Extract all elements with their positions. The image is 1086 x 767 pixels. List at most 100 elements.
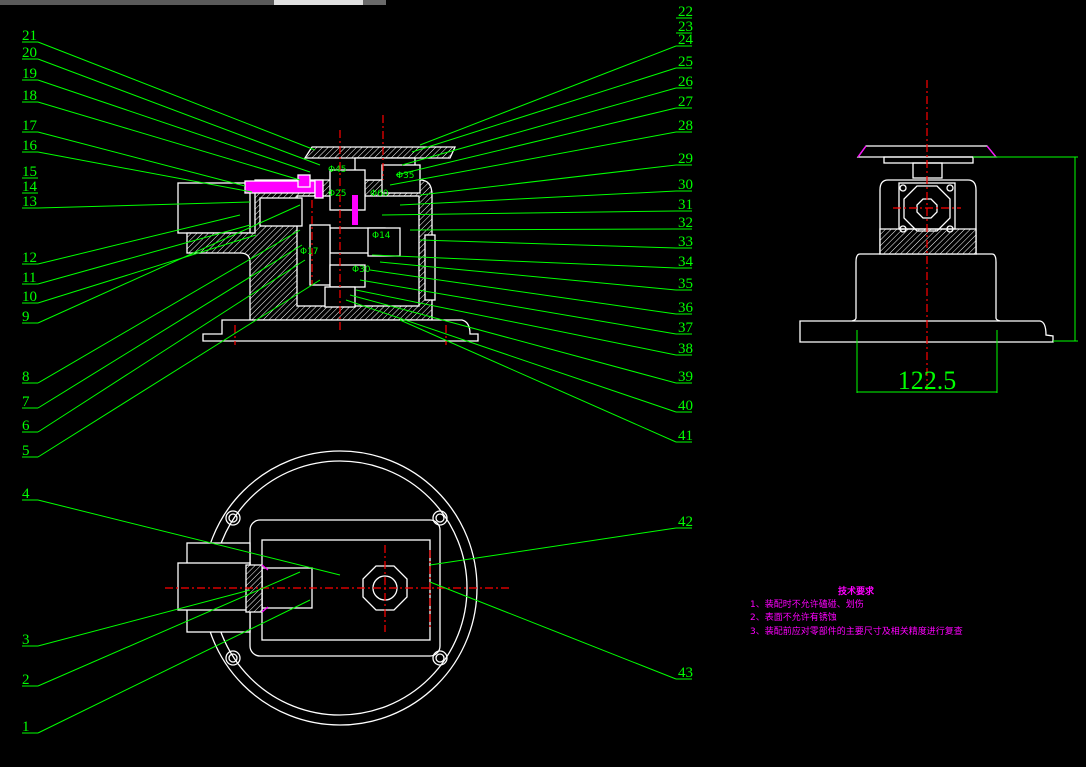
side-view-dimensions — [856, 156, 1078, 393]
part-number-label: 21 — [22, 28, 37, 44]
part-number-label: 8 — [22, 369, 30, 385]
part-number-label: 13 — [22, 194, 37, 210]
part-number-label: 4 — [22, 486, 30, 502]
leader-line — [381, 210, 677, 216]
tech-req-title: 技术要求 — [838, 585, 875, 597]
part-number-label: 11 — [22, 270, 36, 286]
part-number-label: 31 — [678, 197, 693, 213]
leader-line — [37, 201, 251, 209]
vertical-gear — [309, 224, 331, 286]
leader-line — [37, 224, 251, 285]
part-number-label: 24 — [678, 32, 694, 48]
leader-line — [359, 279, 677, 335]
leader-line — [411, 67, 677, 153]
part-number-label: 16 — [22, 138, 38, 154]
leader-line — [379, 261, 677, 291]
leader-line — [409, 228, 677, 231]
part-number-label: 1 — [22, 719, 30, 735]
leader-line — [429, 581, 677, 680]
leader-line — [419, 45, 677, 146]
leader-line — [371, 254, 677, 269]
part-number-label: 35 — [678, 276, 693, 292]
part-number-label: 3 — [22, 632, 30, 648]
part-number-label: 15 — [22, 164, 37, 180]
part-number-label: 41 — [678, 428, 693, 444]
dimension-text: Φ14 — [372, 231, 391, 241]
side-view-centerline — [893, 80, 961, 390]
part-number-label: 32 — [678, 215, 693, 231]
leader-line — [399, 319, 677, 443]
technical-requirements: 技术要求 1、装配时不允许磕碰、划伤 2、表面不允许有锈蚀 3、装配前应对零部件… — [750, 585, 963, 637]
leader-line — [37, 214, 241, 265]
application-toolbar[interactable] — [0, 0, 386, 5]
part-number-label: 34 — [678, 254, 694, 270]
active-tab[interactable] — [274, 0, 363, 5]
part-number-label: 22 — [678, 4, 693, 20]
leader-line — [389, 131, 677, 186]
part-number-label: 37 — [678, 320, 694, 336]
tech-req-item: 2、表面不允许有锈蚀 — [750, 611, 837, 623]
part-leader-lines: 2120191817161514131211109876543212223242… — [22, 4, 694, 735]
leader-line — [369, 269, 677, 315]
leader-line — [349, 294, 677, 384]
leader-line — [37, 244, 303, 409]
front-centerlines — [234, 115, 447, 345]
part-number-label: 30 — [678, 177, 693, 193]
side-view — [799, 145, 1054, 343]
part-number-label: 26 — [678, 74, 694, 90]
spacer — [352, 195, 358, 225]
leader-line — [419, 239, 677, 249]
leader-line — [37, 131, 246, 187]
part-number-label: 36 — [678, 300, 694, 316]
leader-line — [429, 527, 677, 566]
seal-2 — [314, 179, 324, 199]
leader-line — [37, 204, 301, 324]
part-number-label: 42 — [678, 514, 693, 530]
leader-line — [37, 229, 301, 384]
part-number-label: 33 — [678, 234, 693, 250]
part-number-label: 5 — [22, 443, 30, 459]
part-number-label: 43 — [678, 665, 693, 681]
dimension-text: Φ35 — [396, 171, 415, 181]
left-arm-box — [177, 182, 251, 234]
leader-line — [37, 101, 301, 181]
leader-line — [355, 289, 677, 356]
leader-line — [37, 58, 321, 166]
leader-line — [37, 499, 341, 576]
part-number-label: 23 — [678, 19, 693, 35]
leader-line — [37, 79, 311, 173]
part-number-label: 17 — [22, 118, 38, 134]
top-view-centerlines — [165, 545, 510, 632]
leader-line — [37, 151, 253, 193]
dimension-text: Φ25 — [328, 189, 347, 199]
tech-req-item: 1、装配时不允许磕碰、划伤 — [750, 598, 864, 610]
leader-line — [37, 571, 301, 687]
part-number-label: 20 — [22, 45, 37, 61]
dimension-text: Φ45 — [328, 165, 347, 175]
toolbar-segment — [363, 0, 386, 5]
leader-line — [395, 107, 677, 176]
leader-line — [37, 234, 257, 304]
part-number-label: 39 — [678, 369, 693, 385]
bevel-gear — [259, 197, 303, 227]
leader-line — [37, 279, 321, 458]
part-number-label: 38 — [678, 341, 693, 357]
part-number-label: 40 — [678, 398, 693, 414]
part-number-label: 27 — [678, 94, 694, 110]
dimension-text: Φ60 — [370, 189, 389, 199]
leader-line — [419, 164, 677, 196]
leader-line — [401, 87, 677, 166]
part-number-label: 9 — [22, 309, 30, 325]
base — [202, 319, 479, 342]
upper-shaft-housing — [329, 169, 366, 211]
dimension-text: Φ17 — [300, 247, 319, 257]
part-number-label: 19 — [22, 66, 37, 82]
part-number-label: 7 — [22, 394, 30, 410]
leader-line — [37, 41, 316, 151]
part-number-label: 12 — [22, 250, 37, 266]
part-number-label: 18 — [22, 88, 37, 104]
tech-req-item: 3、装配前应对零部件的主要尺寸及相关精度进行复查 — [750, 625, 963, 637]
part-number-label: 25 — [678, 54, 693, 70]
